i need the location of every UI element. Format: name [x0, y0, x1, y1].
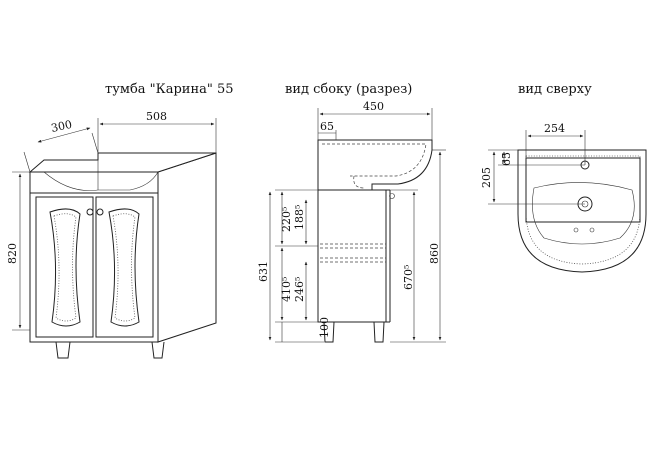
dim-front-width: 508	[146, 110, 167, 123]
dim-top-offset: 65	[500, 152, 513, 166]
right-knob	[96, 208, 104, 216]
dim-side-depth: 450	[363, 100, 384, 113]
cabinet-outline-top	[525, 157, 641, 223]
side-cabinet-body	[317, 189, 387, 323]
top-view: 254 205 65	[480, 122, 647, 273]
caption-front-view: тумба "Карина" 55	[105, 82, 234, 97]
dim-top-depth: 205	[480, 167, 493, 188]
basin-bowl	[43, 171, 159, 191]
fixing-right	[589, 227, 595, 233]
side-siphon	[353, 175, 365, 189]
front-left-leg	[55, 341, 71, 359]
dim-side-offset: 65	[320, 120, 334, 133]
dim-total-height: 860	[428, 243, 441, 264]
dim-upper-compartment: 220⁵	[280, 207, 293, 232]
side-left-leg	[323, 321, 335, 343]
basin-front	[29, 171, 159, 194]
dim-door-lower: 246⁵	[293, 277, 306, 302]
side-basin-profile	[317, 139, 433, 191]
left-door-ornament	[49, 208, 81, 327]
dim-front-depth: 300	[50, 118, 73, 135]
right-door-ornament	[108, 208, 140, 327]
side-view: 450 65 220⁵ 188⁵ 410⁵ 246⁵ 631 100 670⁵ …	[257, 100, 446, 343]
side-basin-hidden	[322, 143, 427, 177]
cabinet-side-panel	[157, 152, 217, 343]
dim-shelf-height: 670⁵	[402, 265, 415, 290]
hinge-mark	[389, 193, 395, 199]
front-view: 300 508 820	[6, 110, 217, 359]
caption-top-view: вид сверху	[518, 82, 592, 97]
dim-lower-compartment: 410⁵	[280, 277, 293, 302]
basin-outline-top	[517, 149, 647, 273]
fixing-left	[573, 227, 579, 233]
dim-front-height: 820	[6, 243, 19, 264]
left-door	[35, 196, 94, 338]
bowl-outline-top	[532, 182, 635, 245]
side-right-leg	[373, 321, 385, 343]
dim-top-width: 254	[544, 122, 565, 135]
front-right-leg	[151, 341, 165, 359]
basin-inner-top	[525, 155, 641, 265]
dim-body-height: 631	[257, 261, 270, 282]
caption-side-view: вид сбоку (разрез)	[285, 82, 412, 97]
dim-leg-height: 100	[318, 317, 331, 338]
dim-door-upper: 188⁵	[293, 205, 306, 230]
right-door	[95, 196, 154, 338]
left-knob	[86, 208, 94, 216]
